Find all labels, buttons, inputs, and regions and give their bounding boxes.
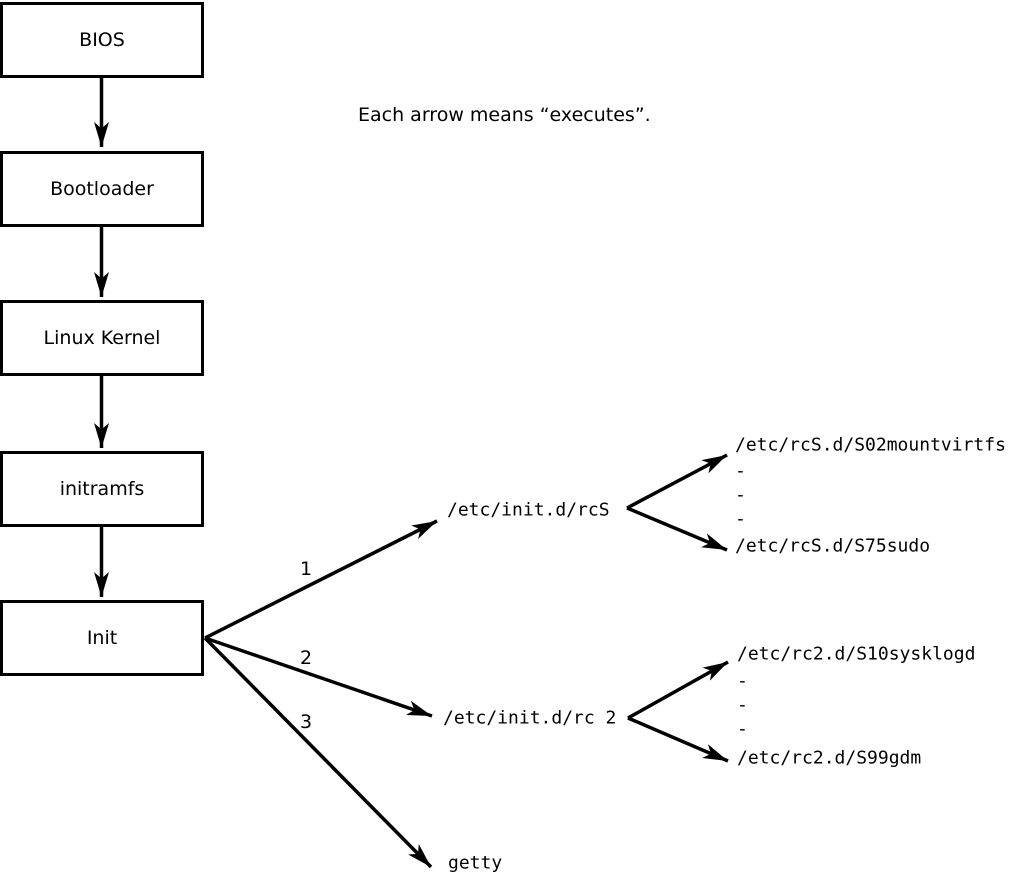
node-init: Init <box>0 600 204 676</box>
branch-label-1: 1 <box>300 558 313 580</box>
arrow-init-to-rcs <box>204 519 438 640</box>
node-init-label: Init <box>86 627 118 649</box>
node-bootloader-label: Bootloader <box>50 178 154 200</box>
node-initramfs-label: initramfs <box>59 478 145 500</box>
script-rcs-item-dash: - <box>735 484 746 506</box>
arrow-rc2-to-s10sysklogd <box>627 660 729 720</box>
script-rcs: /etc/init.d/rcS <box>447 499 610 521</box>
node-bios-label: BIOS <box>79 29 125 51</box>
script-getty: getty <box>448 852 503 874</box>
branch-label-3: 3 <box>300 711 313 733</box>
script-rc2-item-dash: - <box>737 718 748 740</box>
branch-label-2: 2 <box>300 647 313 669</box>
script-rcs-item-dash: - <box>735 460 746 482</box>
arrow-init-to-rc2 <box>204 636 433 718</box>
diagram-caption: Each arrow means “executes”. <box>358 104 651 126</box>
arrow-init-to-getty <box>203 636 433 869</box>
node-linux-kernel: Linux Kernel <box>0 300 204 376</box>
node-initramfs: initramfs <box>0 451 204 527</box>
arrow-rcs-to-s02mountvirtfs <box>626 453 728 510</box>
script-rcs-item-s02mountvirtfs: /etc/rcS.d/S02mountvirtfs <box>735 434 1006 456</box>
script-rc2-item-dash: - <box>737 694 748 716</box>
node-bootloader: Bootloader <box>0 151 204 227</box>
node-linux-kernel-label: Linux Kernel <box>43 327 161 349</box>
script-rcs-item-s75sudo: /etc/rcS.d/S75sudo <box>735 535 931 557</box>
arrow-rcs-to-s75sudo <box>626 506 728 552</box>
script-rc2-item-s10sysklogd: /etc/rc2.d/S10sysklogd <box>737 643 976 665</box>
arrow-rc2-to-s99gdm <box>627 716 729 763</box>
script-rc2: /etc/init.d/rc 2 <box>443 707 617 729</box>
node-bios: BIOS <box>0 2 204 78</box>
script-rcs-item-dash: - <box>735 508 746 530</box>
script-rc2-item-dash: - <box>737 670 748 692</box>
script-rc2-item-s99gdm: /etc/rc2.d/S99gdm <box>737 747 922 769</box>
